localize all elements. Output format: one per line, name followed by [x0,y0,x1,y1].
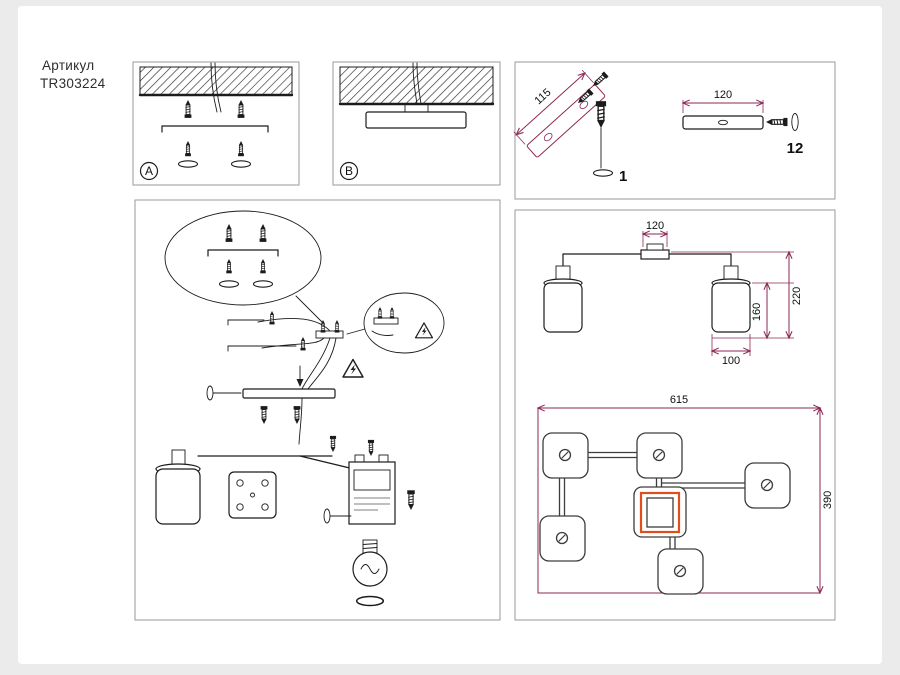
anchor-qty: 1 [619,168,627,185]
hardware-box: 115 1 120 12 [513,61,836,200]
total-height-dim: 220 [791,287,803,305]
bracket-length-dim: 120 [714,89,732,101]
wire [257,317,331,332]
wire [307,337,337,390]
assembly-box [134,199,501,621]
step-a-label: A [145,164,153,178]
fixture-length-dim: 615 [670,394,688,406]
washer-ring-icon [791,113,799,131]
shade-width-dim: 100 [722,355,740,367]
lamp-shade [155,468,201,525]
wire [412,62,418,105]
washer-icon [218,280,240,288]
lamp-shade [711,282,751,333]
bracket-qty: 12 [787,140,804,157]
mounting-bar [682,115,764,130]
canopy-width-dim: 120 [646,220,664,232]
screw-head-icon [760,478,774,492]
article-code: TR303224 [40,76,106,91]
step-b-badge [339,161,359,181]
fixture-arm [299,455,359,471]
washer-icon [252,280,274,288]
washer-icon [177,160,199,168]
screw-head-icon [555,531,569,545]
screw-head-icon [558,448,572,462]
canopy-highlight [639,491,681,534]
canopy-bar [242,388,336,399]
dimensions-box: 120 220 160 100 615 390 [514,209,836,621]
step-b-label: B [345,164,353,178]
bracket-detail-callout [164,210,324,324]
screw-head-icon [673,564,687,578]
ceiling-hatch [339,66,494,105]
wire [210,62,218,113]
fixture-depth-dim: 390 [822,491,834,509]
lamp-shade [543,282,583,333]
article-block: Артикул TR303224 [40,58,106,91]
shade-height-dim: 160 [751,303,763,321]
screw-head-icon [652,448,666,462]
down-arrow-icon [296,379,304,387]
canopy [640,249,670,260]
wire [416,62,422,105]
side-view-drawing: 120 220 160 100 [543,220,803,367]
wire [298,397,303,445]
hardware-bracket-set: 120 12 [683,89,803,157]
mounting-step-b: B [332,61,501,186]
mounting-plate [365,111,467,129]
wire [301,337,331,390]
article-caption: Артикул [42,58,94,73]
washer-icon [355,595,385,607]
wiring-detail-callout [346,292,445,354]
wire [214,62,222,113]
assembly-diagram [155,310,416,607]
washer-icon [592,169,614,177]
light-bulb [352,539,388,587]
center-canopy [633,486,687,538]
plan-view-drawing: 615 390 [538,394,834,595]
step-a-badge [139,161,159,181]
washer-icon [230,160,252,168]
mounting-step-a: A [132,61,300,186]
wire [261,337,325,349]
mounting-plate [228,471,277,519]
